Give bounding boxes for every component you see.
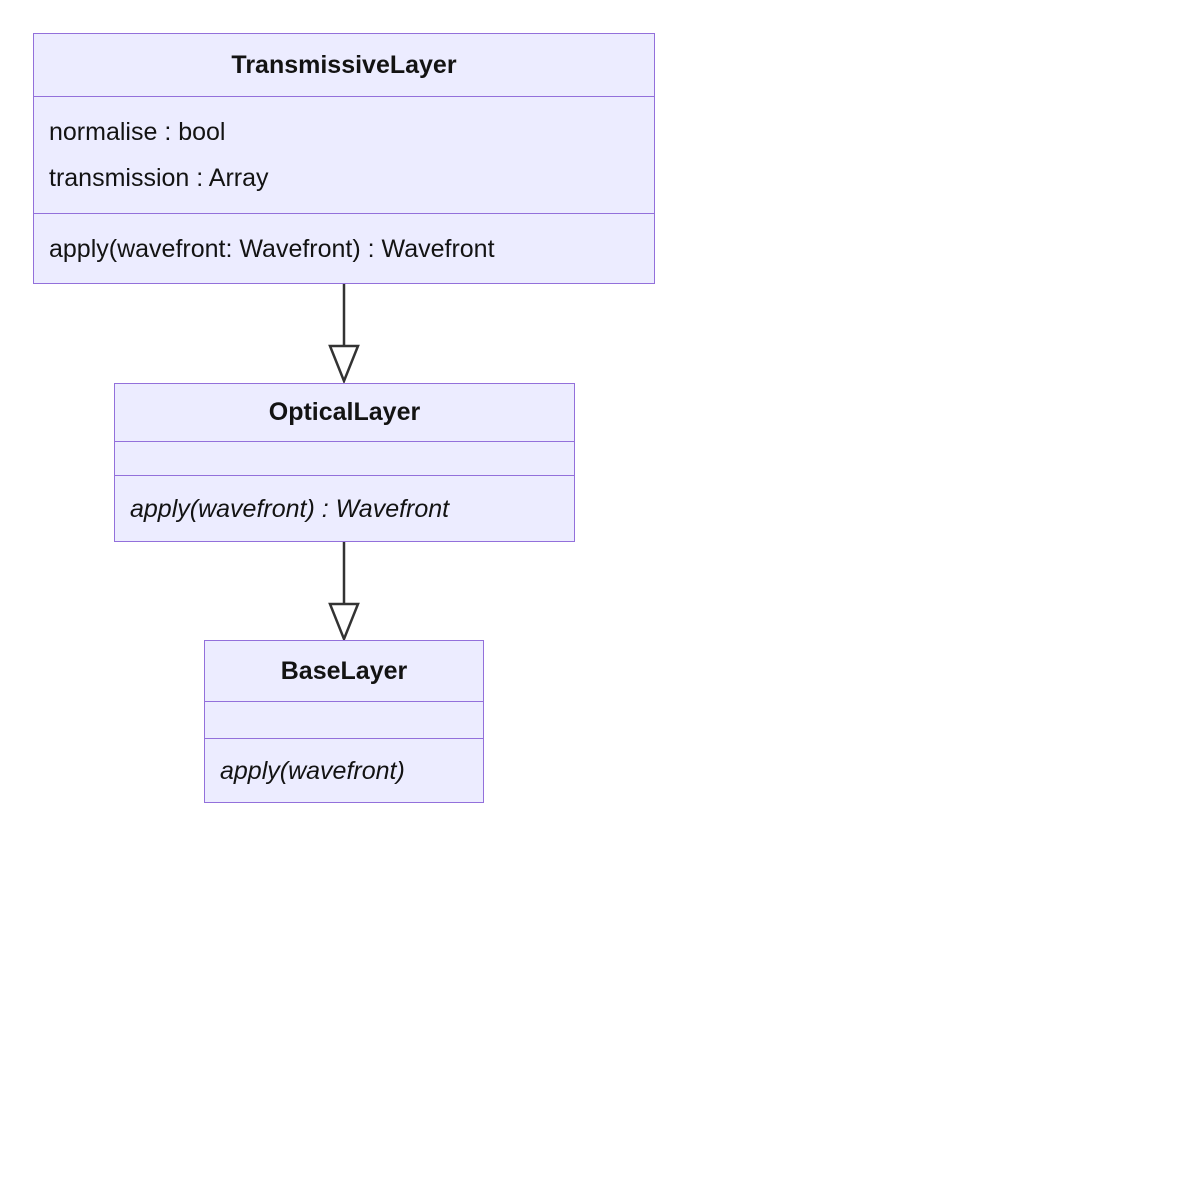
- method-apply-transmissivelayer: apply(wavefront: Wavefront) : Wavefront: [49, 234, 495, 263]
- method-apply-opticallayer: apply(wavefront) : Wavefront: [130, 494, 450, 523]
- attributes-section-opticallayer: [115, 441, 574, 475]
- inheritance-arrow-transmissive-to-optical: [328, 284, 360, 385]
- attribute-normalise: normalise : bool: [49, 118, 226, 146]
- method-apply-baselayer: apply(wavefront): [220, 756, 405, 785]
- methods-section-baselayer: apply(wavefront): [205, 738, 483, 802]
- attributes-section-baselayer: [205, 701, 483, 738]
- inheritance-arrow-optical-to-base: [328, 542, 360, 643]
- class-box-opticallayer: OpticalLayer apply(wavefront) : Wavefron…: [114, 383, 575, 542]
- class-title-transmissivelayer: TransmissiveLayer: [231, 50, 457, 79]
- attribute-transmission: transmission : Array: [49, 164, 269, 192]
- class-box-transmissivelayer: TransmissiveLayer normalise : bool trans…: [33, 33, 655, 284]
- class-box-baselayer: BaseLayer apply(wavefront): [204, 640, 484, 803]
- attributes-section-transmissivelayer: normalise : bool transmission : Array: [34, 96, 654, 213]
- class-title-baselayer: BaseLayer: [280, 656, 408, 685]
- methods-section-transmissivelayer: apply(wavefront: Wavefront) : Wavefront: [34, 213, 654, 283]
- class-title-opticallayer: OpticalLayer: [268, 398, 421, 426]
- methods-section-opticallayer: apply(wavefront) : Wavefront: [115, 475, 574, 541]
